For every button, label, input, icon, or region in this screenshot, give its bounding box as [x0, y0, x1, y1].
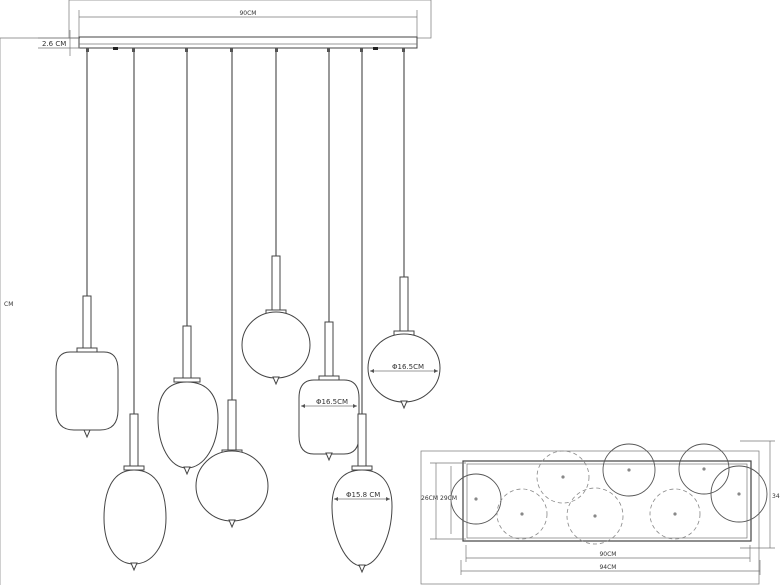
side-depth-label: 34: [772, 493, 780, 500]
pendant-lamp-6: Φ16.5CM: [298, 52, 360, 462]
width-dimension: 90CM: [68, 0, 432, 39]
front-view: 90CM 2.6 CM CM: [0, 0, 441, 585]
pendant-lamp-2: [103, 52, 167, 572]
inner-depth-label: 26CM: [421, 495, 438, 502]
globe-diameter-label-c: Φ15.8 CM: [346, 491, 380, 499]
overall-height-dimension: CM: [0, 37, 80, 585]
top-view-depth-dimensions: 26CM 29CM 34: [421, 440, 780, 549]
pendant-lamp-5: [241, 52, 311, 386]
pendant-lamp-3: [157, 52, 219, 476]
ceiling-canopy: [78, 36, 418, 52]
pendant-lamp-7: Φ15.8 CM: [331, 52, 393, 574]
canopy-height-dimension: 2.6 CM: [38, 30, 80, 56]
outer-depth-label: 29CM: [440, 495, 457, 502]
pendant-lamp-1: [55, 52, 119, 439]
globe-diameter-label-a: Φ16.5CM: [316, 398, 348, 406]
top-view-outer-frame: [420, 450, 760, 585]
pendant-lamp-4: [195, 52, 269, 529]
outer-width-label: 94CM: [599, 564, 616, 571]
top-view-canopy: [462, 460, 752, 542]
top-view-globe-centers: [474, 467, 741, 518]
top-view-hidden-globes: [496, 450, 701, 545]
width-label: 90CM: [239, 10, 256, 17]
pendant-lamp-8: Φ16.5CM: [367, 52, 441, 410]
top-view-width-dimensions: 90CM 94CM: [460, 545, 761, 575]
globe-diameter-label-b: Φ16.5CM: [392, 363, 424, 371]
canopy-height-label: 2.6 CM: [42, 40, 66, 48]
inner-width-label: 90CM: [599, 551, 616, 558]
height-label: CM: [4, 301, 13, 308]
top-view: 26CM 29CM 34 90CM 94CM: [420, 440, 780, 585]
